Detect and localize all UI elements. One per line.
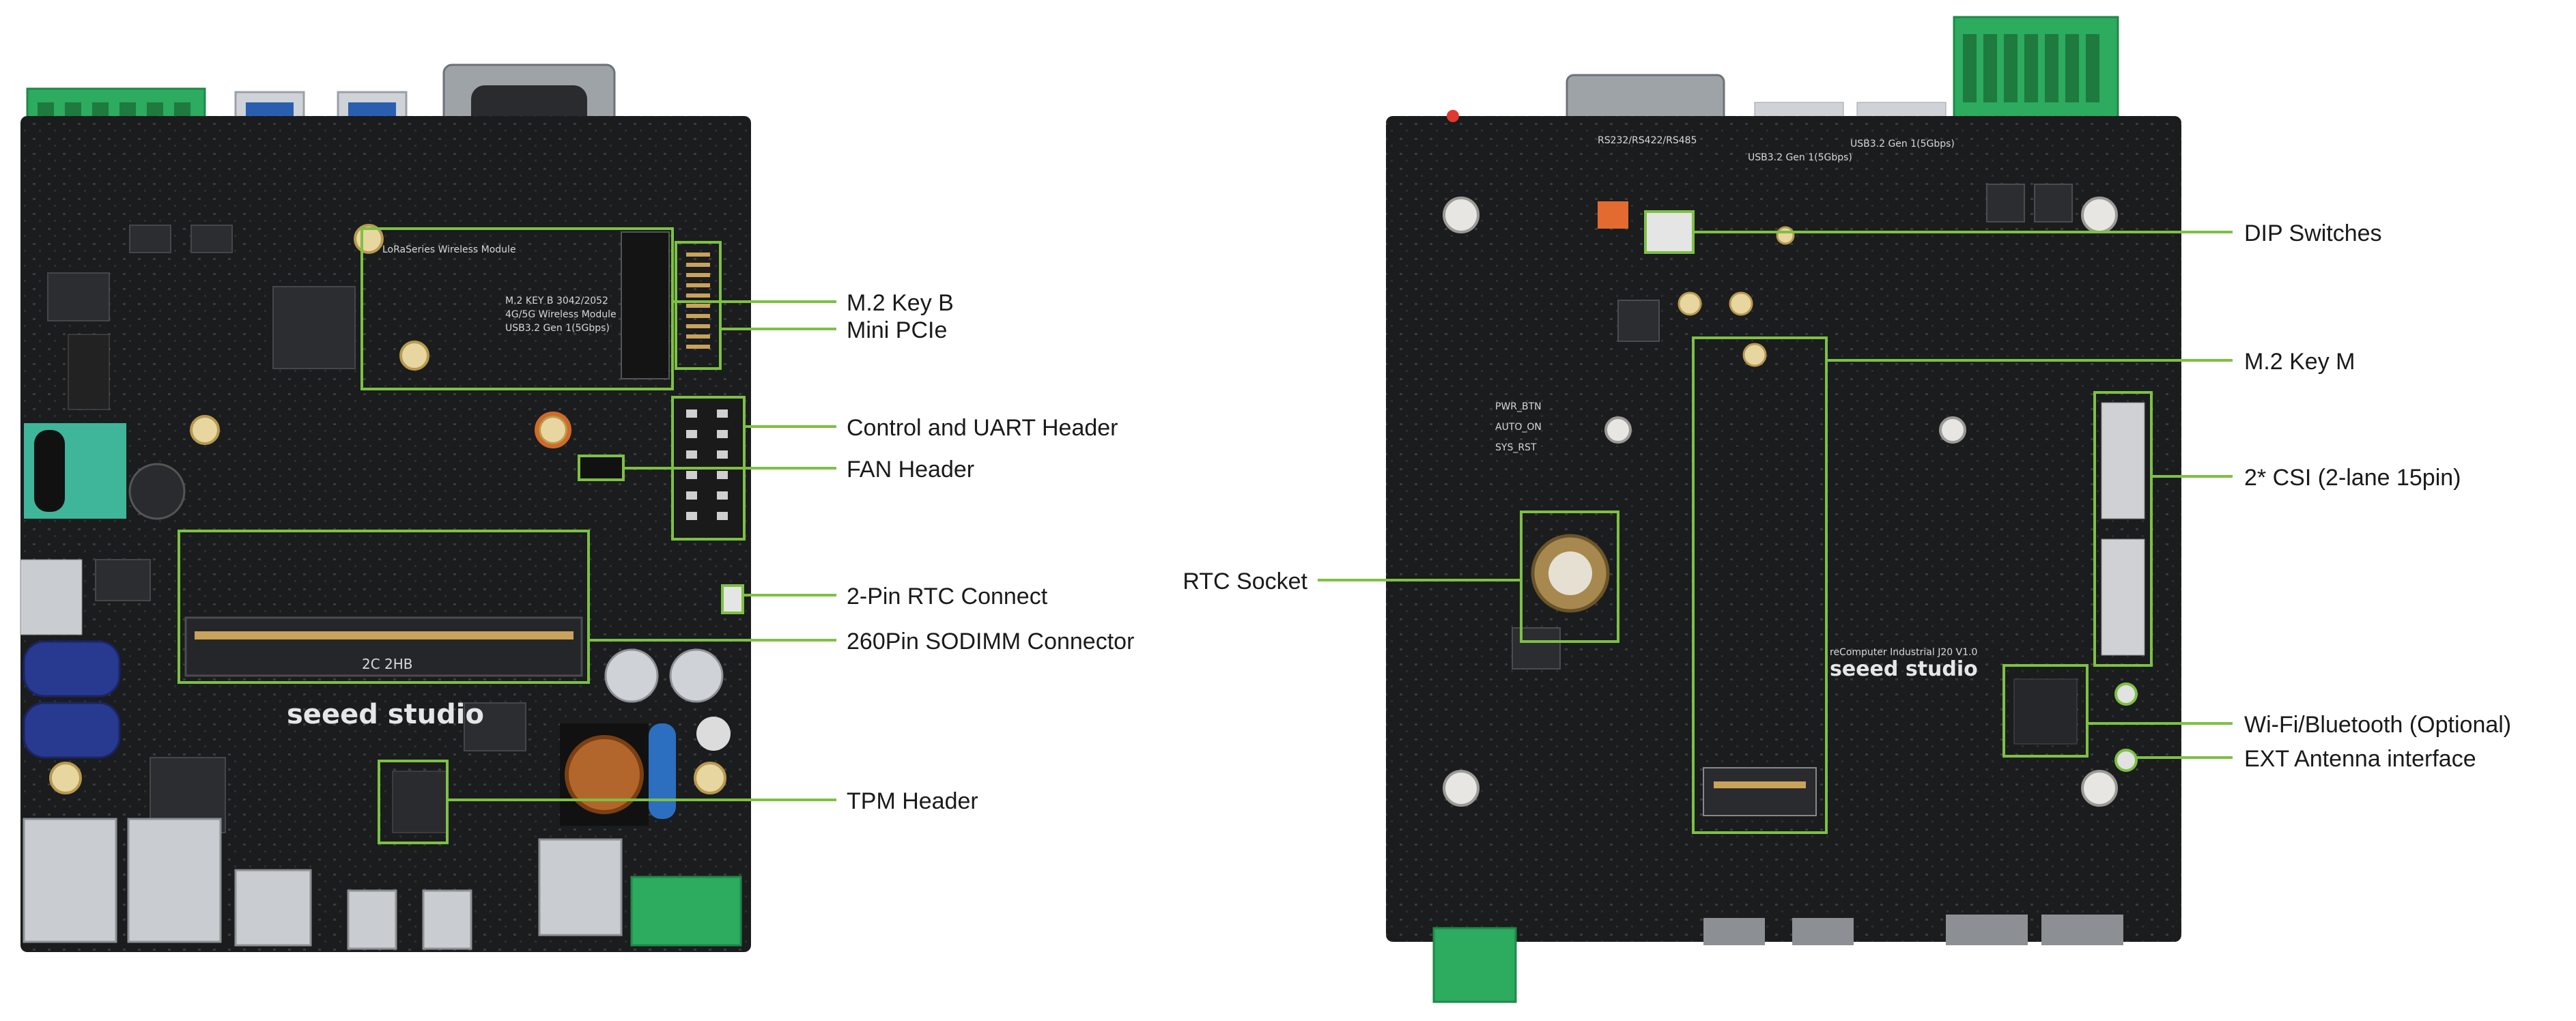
ethernet-port — [23, 818, 117, 943]
svg-text:2C 2HB: 2C 2HB — [362, 656, 413, 672]
callout-label-csi: 2* CSI (2-lane 15pin) — [2244, 465, 2461, 491]
svg-text:USB3.2 Gen 1(5Gbps): USB3.2 Gen 1(5Gbps) — [1748, 152, 1852, 163]
callout-label-tpm-header: TPM Header — [847, 788, 978, 814]
back-board: RS232/RS422/RS485 USB3.2 Gen 1(5Gbps) US… — [1386, 16, 2181, 1003]
front-callout-lines — [447, 300, 836, 801]
usb-c-port — [422, 889, 472, 950]
svg-text:reComputer Industrial J20 V1.0: reComputer Industrial J20 V1.0 — [1830, 647, 1977, 658]
rtc-connector — [721, 584, 744, 614]
callout-label-rtc-connect: 2-Pin RTC Connect — [847, 584, 1048, 609]
wifi-bluetooth-area — [2002, 664, 2089, 758]
back-brand-logo: seeed studio — [1830, 657, 1978, 681]
callout-label-dip-switches: DIP Switches — [2244, 220, 2382, 246]
callout-label-rtc-socket: RTC Socket — [1183, 569, 1307, 594]
hdmi-port — [234, 869, 312, 947]
m2-key-m-slot — [1692, 336, 1828, 834]
svg-text:RS232/RS422/RS485: RS232/RS422/RS485 — [1598, 135, 1697, 146]
sodimm-connector — [178, 530, 590, 684]
mini-pcie-slot — [675, 241, 722, 370]
front-callout-labels: M.2 Key B Mini PCIe Control and UART Hea… — [847, 290, 1134, 814]
usb-c-port — [347, 889, 397, 950]
svg-text:SYS_RST: SYS_RST — [1495, 442, 1537, 453]
callout-label-sodimm: 260Pin SODIMM Connector — [847, 629, 1134, 655]
svg-text:PWR_BTN: PWR_BTN — [1495, 401, 1542, 412]
svg-text:4G/5G Wireless Module: 4G/5G Wireless Module — [505, 309, 617, 320]
terminal-block-bottom-back — [1432, 927, 1517, 1003]
front-brand-logo: seeed studio — [287, 699, 484, 730]
ext-antenna-connectors — [2114, 682, 2138, 772]
svg-text:M.2 KEY B 3042/2052: M.2 KEY B 3042/2052 — [505, 296, 608, 306]
back-callout-labels: DIP Switches M.2 Key M 2* CSI (2-lane 15… — [1183, 220, 2511, 772]
callout-label-m2-key-b: M.2 Key B — [847, 290, 954, 316]
csi-connectors — [2093, 391, 2153, 667]
tpm-header — [378, 760, 449, 844]
callout-label-mini-pcie: Mini PCIe — [847, 317, 947, 343]
callout-label-fan-header: FAN Header — [847, 457, 974, 483]
svg-text:USB3.2 Gen 1(5Gbps): USB3.2 Gen 1(5Gbps) — [1850, 139, 1955, 149]
rtc-socket — [1520, 510, 1619, 643]
ethernet-port — [127, 818, 222, 943]
fan-header — [578, 455, 625, 481]
callout-label-ext-antenna: EXT Antenna interface — [2244, 746, 2476, 772]
svg-text:LoRaSeries Wireless Module: LoRaSeries Wireless Module — [382, 244, 516, 255]
svg-text:AUTO_ON: AUTO_ON — [1495, 422, 1542, 433]
dip-switches — [1644, 210, 1695, 254]
back-callout-lines — [1318, 231, 2233, 759]
m2-key-b-area — [360, 227, 674, 390]
front-board: LoRaSeries Wireless Module M.2 KEY B 304… — [20, 63, 751, 952]
callout-label-control-uart: Control and UART Header — [847, 415, 1118, 441]
sim-slot — [538, 838, 623, 936]
svg-text:USB3.2 Gen 1(5Gbps): USB3.2 Gen 1(5Gbps) — [505, 323, 610, 334]
terminal-block-bottom — [630, 876, 742, 947]
callout-label-m2-key-m: M.2 Key M — [2244, 349, 2355, 375]
callout-label-wifi-bluetooth: Wi-Fi/Bluetooth (Optional) — [2244, 712, 2511, 738]
